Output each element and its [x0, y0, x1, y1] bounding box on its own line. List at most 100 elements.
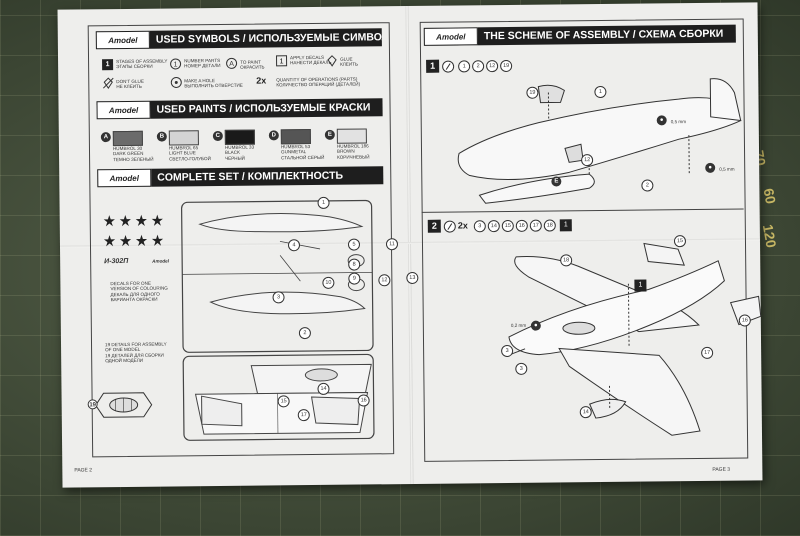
amodel-logo: Amodel: [96, 100, 151, 120]
amodel-logo: Amodel: [423, 27, 478, 46]
paint-ru: СВЕТЛО-ГОЛУБОЙ: [169, 155, 211, 162]
part-callout: 2: [641, 179, 654, 192]
step-1-part: 1: [458, 60, 471, 73]
part-number-symbol: 1: [170, 58, 182, 70]
part-callout: 3: [515, 362, 528, 375]
step-2-multiplier: 2x: [457, 220, 468, 231]
paint-letter-badge: C: [212, 130, 223, 142]
step-1-fuselage-drawing: [457, 78, 742, 204]
amodel-logo: Amodel: [95, 30, 150, 50]
step-2-part: 17: [529, 219, 542, 232]
part-callout: 8: [348, 258, 361, 271]
part-callout: 1: [317, 196, 330, 209]
quantity-symbol: 2x: [256, 75, 267, 86]
part-callout: 5: [347, 238, 361, 251]
part-callout: 15: [673, 235, 687, 248]
cutting-mat-number: 120: [759, 223, 780, 249]
part-callout: 15: [277, 395, 290, 408]
part-callout: 18: [560, 254, 573, 267]
hole-dimension: 0,5 mm: [719, 166, 735, 172]
paint-swatch: [224, 129, 255, 145]
symbol-label: НОМЕР ДЕТАЛИ: [184, 63, 221, 69]
paint-swatch: [168, 130, 199, 146]
symbols-header: Amodel USED SYMBOLS / ИСПОЛЬЗУЕМЫЕ СИМВО…: [95, 28, 382, 50]
part-callout: 19: [526, 86, 539, 99]
step-2-part: 3: [473, 220, 486, 233]
paint-ru: КОРИЧНЕВЫЙ: [337, 154, 370, 160]
symbol-label: ВЫПОЛНИТЬ ОТВЕРСТИЕ: [184, 83, 243, 89]
cutting-mat-number: 60: [760, 186, 780, 206]
paint-ru: ТЕМНО ЗЕЛЕНЫЙ: [113, 156, 154, 162]
paint-swatch: [280, 129, 311, 145]
step-1-number: 1: [426, 59, 440, 73]
page-number-right: PAGE 3: [712, 466, 731, 473]
symbol-label: ЭТАПЫ СБОРКИ: [116, 64, 153, 70]
step-1-part: 2: [472, 60, 485, 73]
stage-symbol: 1: [102, 59, 114, 71]
symbol-label: КОЛИЧЕСТВО ОПЕРАЦИЙ (ДЕТАЛЕЙ): [276, 81, 361, 88]
part-callout: 16: [357, 394, 370, 407]
symbol-label: ОКРАСИТЬ: [240, 64, 265, 71]
paint-letter-badge: A: [100, 132, 111, 143]
ref-stage-callout: 1: [634, 279, 647, 292]
step-1-part: 12: [486, 60, 499, 73]
page-number-left: PAGE 2: [74, 467, 93, 474]
part-callout: 11: [385, 238, 399, 251]
paint-letter-badge: E: [324, 129, 335, 140]
amodel-logo: Amodel: [152, 258, 170, 264]
paints-header-title: USED PAINTS / ИСПОЛЬЗУЕМЫЕ КРАСКИ: [156, 101, 371, 116]
glue-icon: [443, 220, 456, 233]
part-callout: 14: [579, 406, 592, 419]
scheme-header-title: THE SCHEME OF ASSEMBLY / СХЕМА СБОРКИ: [483, 27, 724, 43]
paint-swatch: [112, 130, 143, 147]
hole-callout: ●: [656, 115, 667, 126]
hole-callout: ●: [530, 320, 541, 331]
part-callout: 19: [87, 399, 98, 410]
part-callout: 12: [581, 154, 594, 167]
part-callout: 16: [738, 314, 751, 327]
part-callout: 17: [297, 409, 310, 422]
step-2-part: 16: [515, 219, 528, 232]
paint-callout: E: [551, 176, 562, 187]
step-2-part: 18: [543, 219, 556, 232]
center-fold: [405, 6, 414, 485]
hole-callout: ●: [705, 162, 716, 173]
paint-letter-badge: B: [156, 131, 167, 142]
set-header: Amodel COMPLETE SET / КОМПЛЕКТНОСТЬ: [97, 166, 384, 188]
part-callout: 14: [317, 382, 330, 395]
model-name: И-302П: [104, 257, 129, 266]
step-2-number: 2: [427, 219, 441, 233]
symbol-label: КЛЕИТЬ: [340, 61, 359, 68]
glue-icon: [327, 55, 337, 67]
paint-swatch: [336, 128, 367, 144]
hole-dimension: 0,2 mm: [510, 322, 527, 328]
instruction-sheet: Amodel USED SYMBOLS / ИСПОЛЬЗУЕМЫЕ СИМВО…: [57, 2, 763, 488]
scheme-header: Amodel THE SCHEME OF ASSEMBLY / СХЕМА СБ…: [423, 24, 736, 46]
paint-symbol: A: [226, 57, 238, 69]
part-callout: 13: [406, 271, 419, 285]
part-callout: 1: [594, 85, 607, 99]
step-2-aircraft-drawing: [508, 242, 762, 436]
no-glue-icon: [102, 77, 114, 90]
hole-icon: [170, 76, 182, 88]
symbols-header-title: USED SYMBOLS / ИСПОЛЬЗУЕМЫЕ СИМВОЛЫ: [155, 31, 382, 46]
part-callout: 17: [701, 346, 714, 359]
paints-header: Amodel USED PAINTS / ИСПОЛЬЗУЕМЫЕ КРАСКИ: [96, 98, 383, 120]
step-1-part: 19: [500, 59, 513, 73]
part-callout: 10: [322, 276, 335, 289]
details-note-line: ОДНОЙ МОДЕЛИ: [105, 358, 144, 364]
step-2-part: 15: [501, 219, 514, 233]
paint-ru: СТАЛЬНОЙ СЕРЫЙ: [281, 154, 325, 161]
part-callout: 9: [348, 272, 361, 285]
part-callout: 4: [287, 239, 301, 252]
part-callout: 3: [272, 291, 285, 304]
paint-ru: ЧЕРНЫЙ: [225, 155, 245, 161]
decal-symbol: 1: [276, 55, 288, 67]
step-2-ref-stage: 1: [559, 219, 572, 232]
part-callout: 3: [501, 344, 514, 358]
decal-stars: [103, 214, 164, 247]
part-callout: 12: [378, 274, 391, 287]
amodel-logo: Amodel: [97, 168, 152, 188]
glue-icon: [442, 60, 455, 73]
